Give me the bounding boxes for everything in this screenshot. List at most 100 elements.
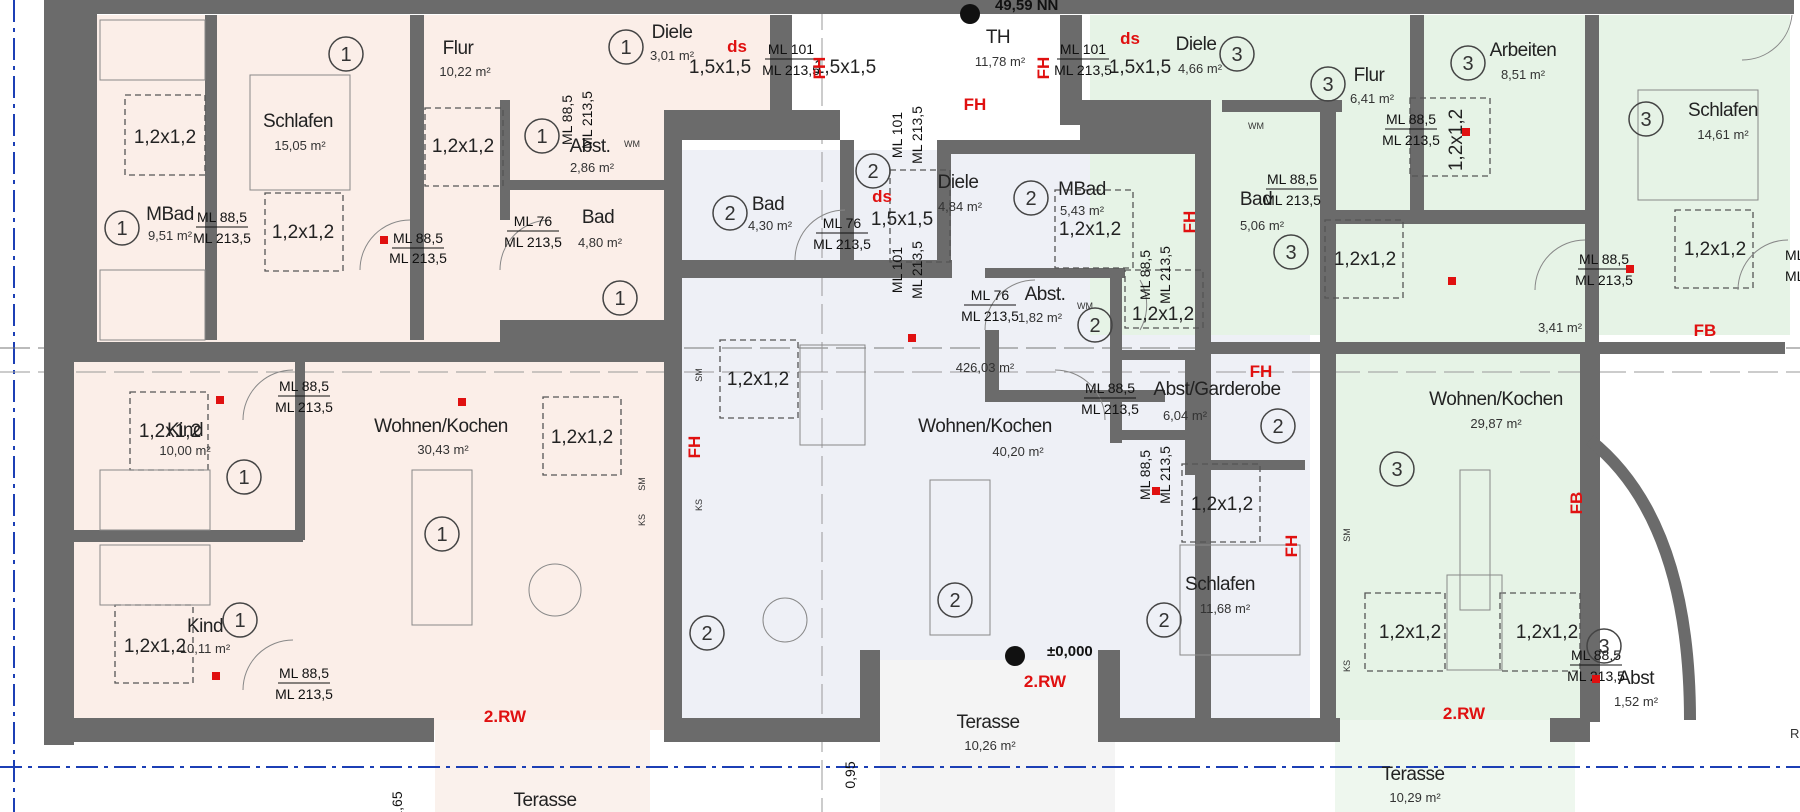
bed [99, 469, 211, 531]
wall [1185, 460, 1305, 470]
apartment-number-circle [1450, 45, 1486, 81]
cut-label: Ri [1790, 726, 1800, 741]
room-name: MBad [1058, 179, 1106, 200]
room-name: Wohnen/Kochen [374, 416, 508, 437]
room-area: 5,06 m² [1240, 218, 1285, 233]
kitchen-island [1446, 574, 1503, 671]
room-area: 6,04 m² [1163, 408, 1208, 423]
red-dot-marker [216, 396, 224, 404]
wall [44, 0, 74, 745]
apartment-number: 2 [1158, 610, 1169, 632]
wall [664, 718, 864, 742]
wall [664, 110, 682, 742]
clearance-label: 1,2x1,2 [124, 636, 186, 657]
apartment-number: 1 [234, 610, 245, 632]
kitchen-island [799, 344, 866, 446]
door-height: ML 213,5 [813, 236, 871, 252]
room-area: 8,51 m² [1501, 67, 1546, 82]
wall [500, 100, 510, 220]
apartment-number-circle [1628, 101, 1664, 137]
apartment-number: 2 [701, 623, 712, 645]
apartment-number: 2 [949, 590, 960, 612]
clearance-label: 1,2x1,2 [134, 127, 196, 148]
room-area: 29,87 m² [1470, 416, 1522, 431]
walls [44, 0, 1794, 745]
door-height: ML 213,5 [193, 230, 251, 246]
room-name: Flur [1354, 65, 1386, 86]
fh-marker: FH [1034, 57, 1053, 80]
door-annotation: ML 76 ML 213,5 [813, 215, 871, 252]
room-name: MBad [146, 204, 194, 225]
wall [1585, 15, 1599, 345]
door-height: ML 213,5 [762, 62, 820, 78]
dining-table [1459, 469, 1491, 611]
apartment-number: 1 [116, 218, 127, 240]
clearance-label: 1,2x1,2 [727, 369, 789, 390]
door-annotation: ML 76 ML 213,5 [961, 287, 1019, 324]
room-name: Bad [752, 194, 784, 215]
clearance-box [542, 396, 622, 476]
door-height: ML 213,5 [1785, 268, 1800, 284]
apartment-number: 1 [614, 288, 625, 310]
apartment-number: 2 [1025, 188, 1036, 210]
wall [73, 0, 97, 350]
door-width: ML 101 [889, 112, 905, 158]
appliance-label: SM [694, 368, 704, 382]
wall [1550, 718, 1590, 742]
door-width: ML 88,5 [1571, 647, 1621, 663]
wall [1335, 210, 1585, 224]
door-width: ML 88,5 [1137, 450, 1153, 500]
appliance-labels: SM KS SM KS SM KS WM WM WM [624, 121, 1352, 672]
apartment-number-circle [104, 210, 140, 246]
apartment-number-circle [328, 36, 364, 72]
sofa [929, 479, 991, 636]
apartment-number-circle [689, 615, 725, 651]
clearance-label: 1,2x1,2 [1446, 109, 1467, 171]
door-swing [242, 639, 294, 691]
room-area: 30,43 m² [417, 442, 469, 457]
room-area: 4,30 m² [748, 218, 793, 233]
apartment-number: 3 [1598, 636, 1609, 658]
clearance-label: 1,2x1,2 [1684, 239, 1746, 260]
door-swing [359, 219, 411, 271]
red-dot-marker [1462, 128, 1470, 136]
apartment-number: 3 [1640, 109, 1651, 131]
room-name: Diele [652, 22, 693, 43]
fh-marker: FH [685, 436, 704, 459]
appliance-label: WM [1248, 121, 1264, 131]
rw-marker: 2.RW [484, 707, 527, 726]
door-height: ML 213,5 [961, 308, 1019, 324]
clearance-label: 1,5x1,5 [814, 57, 876, 78]
door-width: ML 88,5 [1579, 251, 1629, 267]
door-height: ML 213,5 [579, 91, 595, 149]
door-height: ML 213,5 [909, 106, 925, 164]
room-name: Wohnen/Kochen [918, 416, 1052, 437]
clearance-box [424, 107, 504, 187]
wall [682, 260, 952, 278]
clearance-box [1124, 269, 1204, 329]
red-dot-marker [908, 334, 916, 342]
appliance-label: KS [637, 514, 647, 526]
fh-marker: FH [1180, 211, 1199, 234]
room-area: 1,82 m² [1018, 310, 1063, 325]
appliance-label: WM [1077, 301, 1093, 311]
apartment-number-circle [424, 516, 460, 552]
apartment-number-circle [712, 195, 748, 231]
fh-marker: FH [1250, 362, 1273, 381]
appliance-label: KS [694, 499, 704, 511]
apartment-number-circle [608, 29, 644, 65]
red-dot-marker [1592, 675, 1600, 683]
apartment-number: 2 [1272, 416, 1283, 438]
room-area: 14,61 m² [1697, 127, 1749, 142]
door-annotation: ML 88,5 ML 213,5 [1263, 171, 1321, 208]
room-name: Schlafen [263, 111, 333, 132]
door-annotation: ML 88,5 ML 213,5 [1575, 251, 1633, 288]
room-name: Kind [187, 616, 223, 637]
door-width: ML 88,5 [279, 665, 329, 681]
clearance-labels: 1,2x1,2 1,2x1,2 1,2x1,2 1,2x1,2 1,2x1,2 … [124, 57, 1746, 657]
room-area: 10,29 m² [1389, 790, 1441, 805]
door-width: ML 101 [768, 41, 814, 57]
apartment-number-circle [602, 280, 638, 316]
apartment-number-circle [1273, 234, 1309, 270]
